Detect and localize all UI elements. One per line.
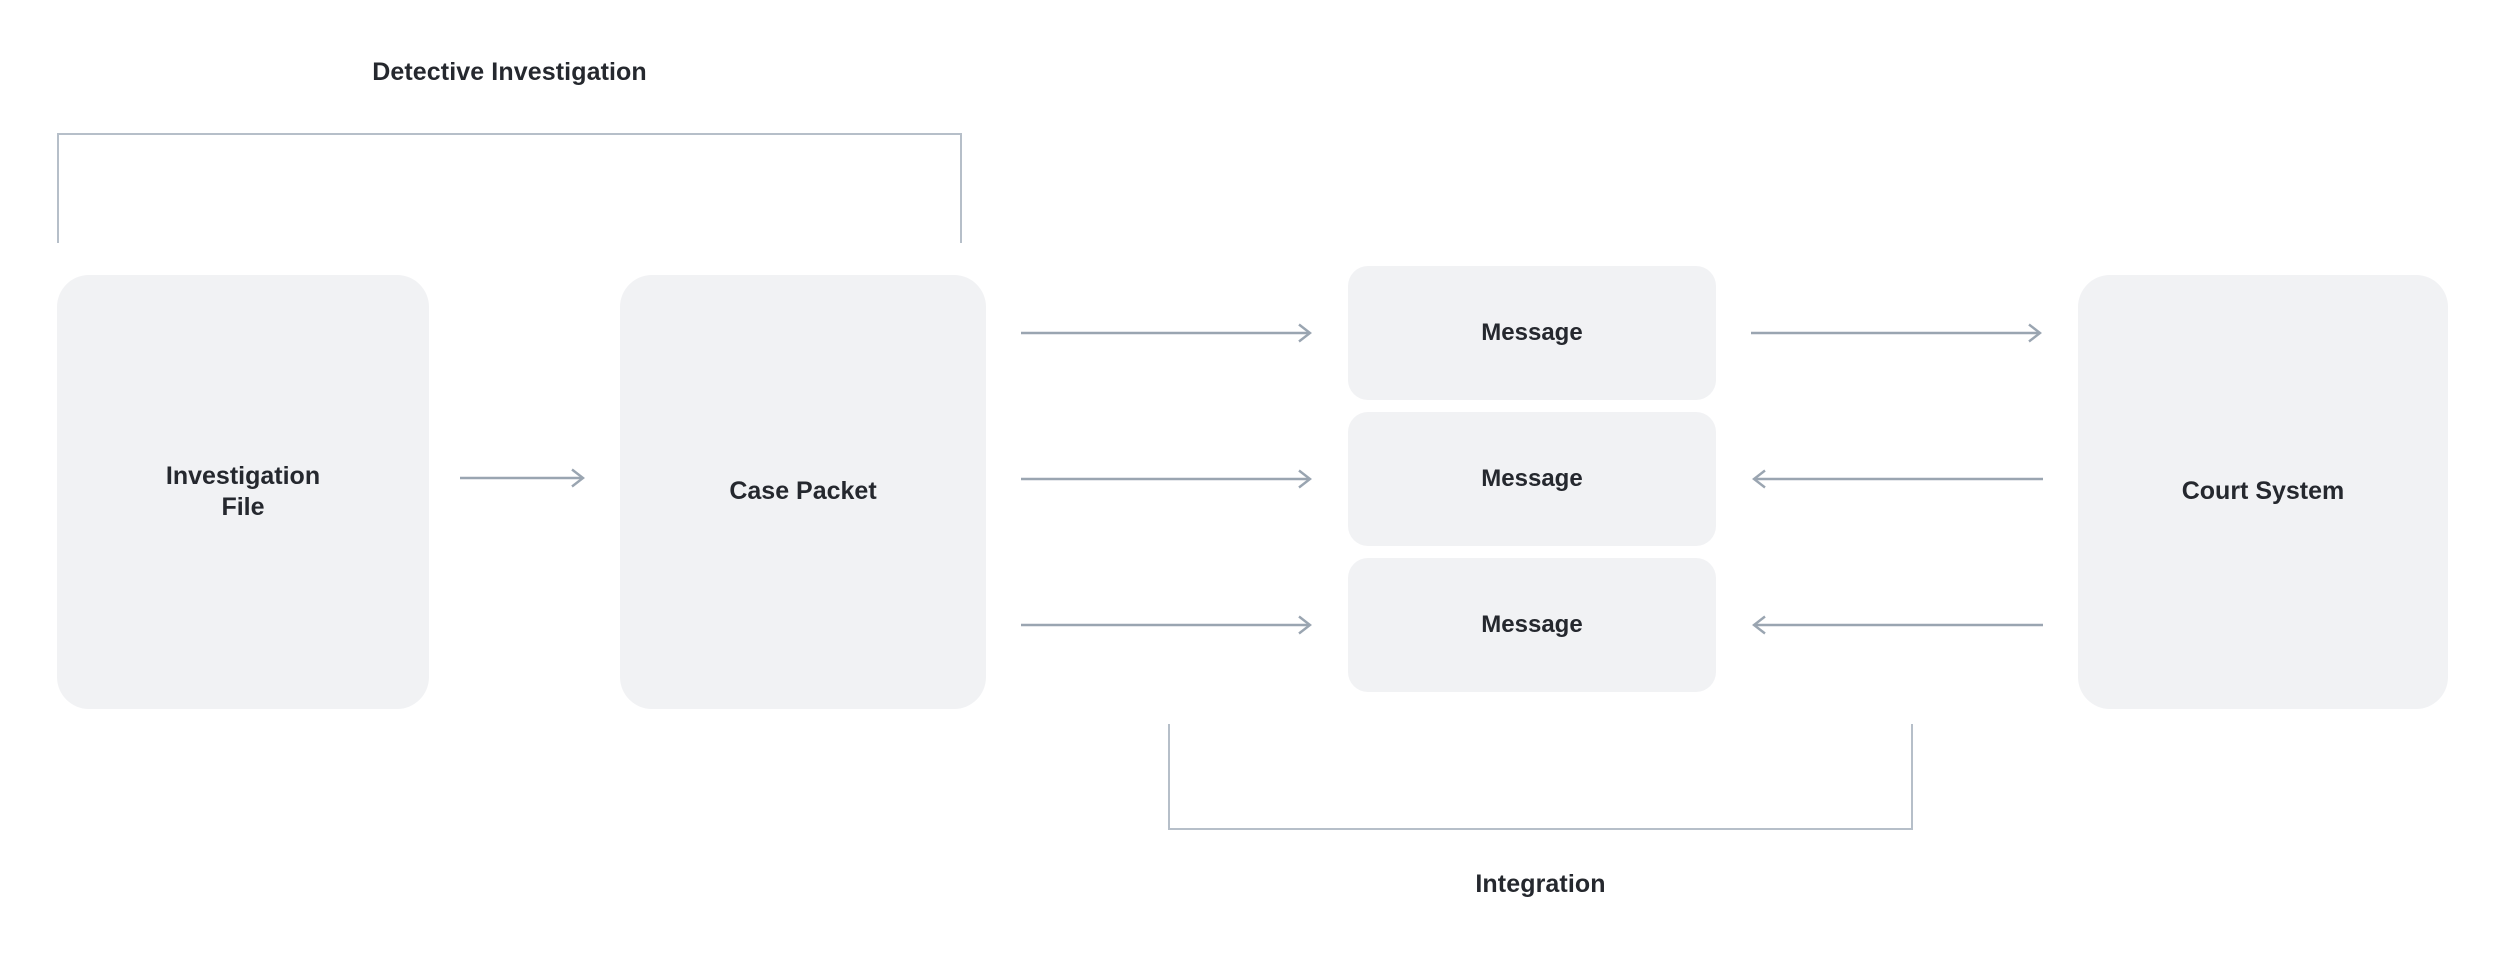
arrow-court-system-to-message-3 (1751, 613, 2043, 637)
node-label-investigation-file: Investigation File (165, 461, 321, 521)
group-label-detective-investigation: Detective Investigation (372, 58, 647, 86)
arrow-case-packet-to-message-3 (1021, 613, 1313, 637)
node-label-message-3: Message (1481, 611, 1583, 638)
node-label-case-packet: Case Packet (729, 477, 877, 506)
node-court-system[interactable]: Court System (2078, 275, 2448, 709)
group-label-integration: Integration (1475, 870, 1606, 898)
group-box-integration (1168, 724, 1913, 830)
node-investigation-file[interactable]: Investigation File (57, 275, 429, 709)
arrow-case-packet-to-message-2 (1021, 467, 1313, 491)
arrow-case-packet-to-message-1 (1021, 321, 1313, 345)
group-box-detective-investigation (57, 133, 962, 243)
node-case-packet[interactable]: Case Packet (620, 275, 986, 709)
node-message-3[interactable]: Message (1348, 558, 1716, 692)
node-label-court-system: Court System (2181, 477, 2345, 506)
node-message-1[interactable]: Message (1348, 266, 1716, 400)
node-label-message-2: Message (1481, 465, 1583, 492)
arrow-court-system-to-message-2 (1751, 467, 2043, 491)
arrow-message-1-to-court-system (1751, 321, 2043, 345)
arrow-investigation-file-to-case-packet (460, 466, 586, 490)
node-message-2[interactable]: Message (1348, 412, 1716, 546)
node-label-message-1: Message (1481, 319, 1583, 346)
